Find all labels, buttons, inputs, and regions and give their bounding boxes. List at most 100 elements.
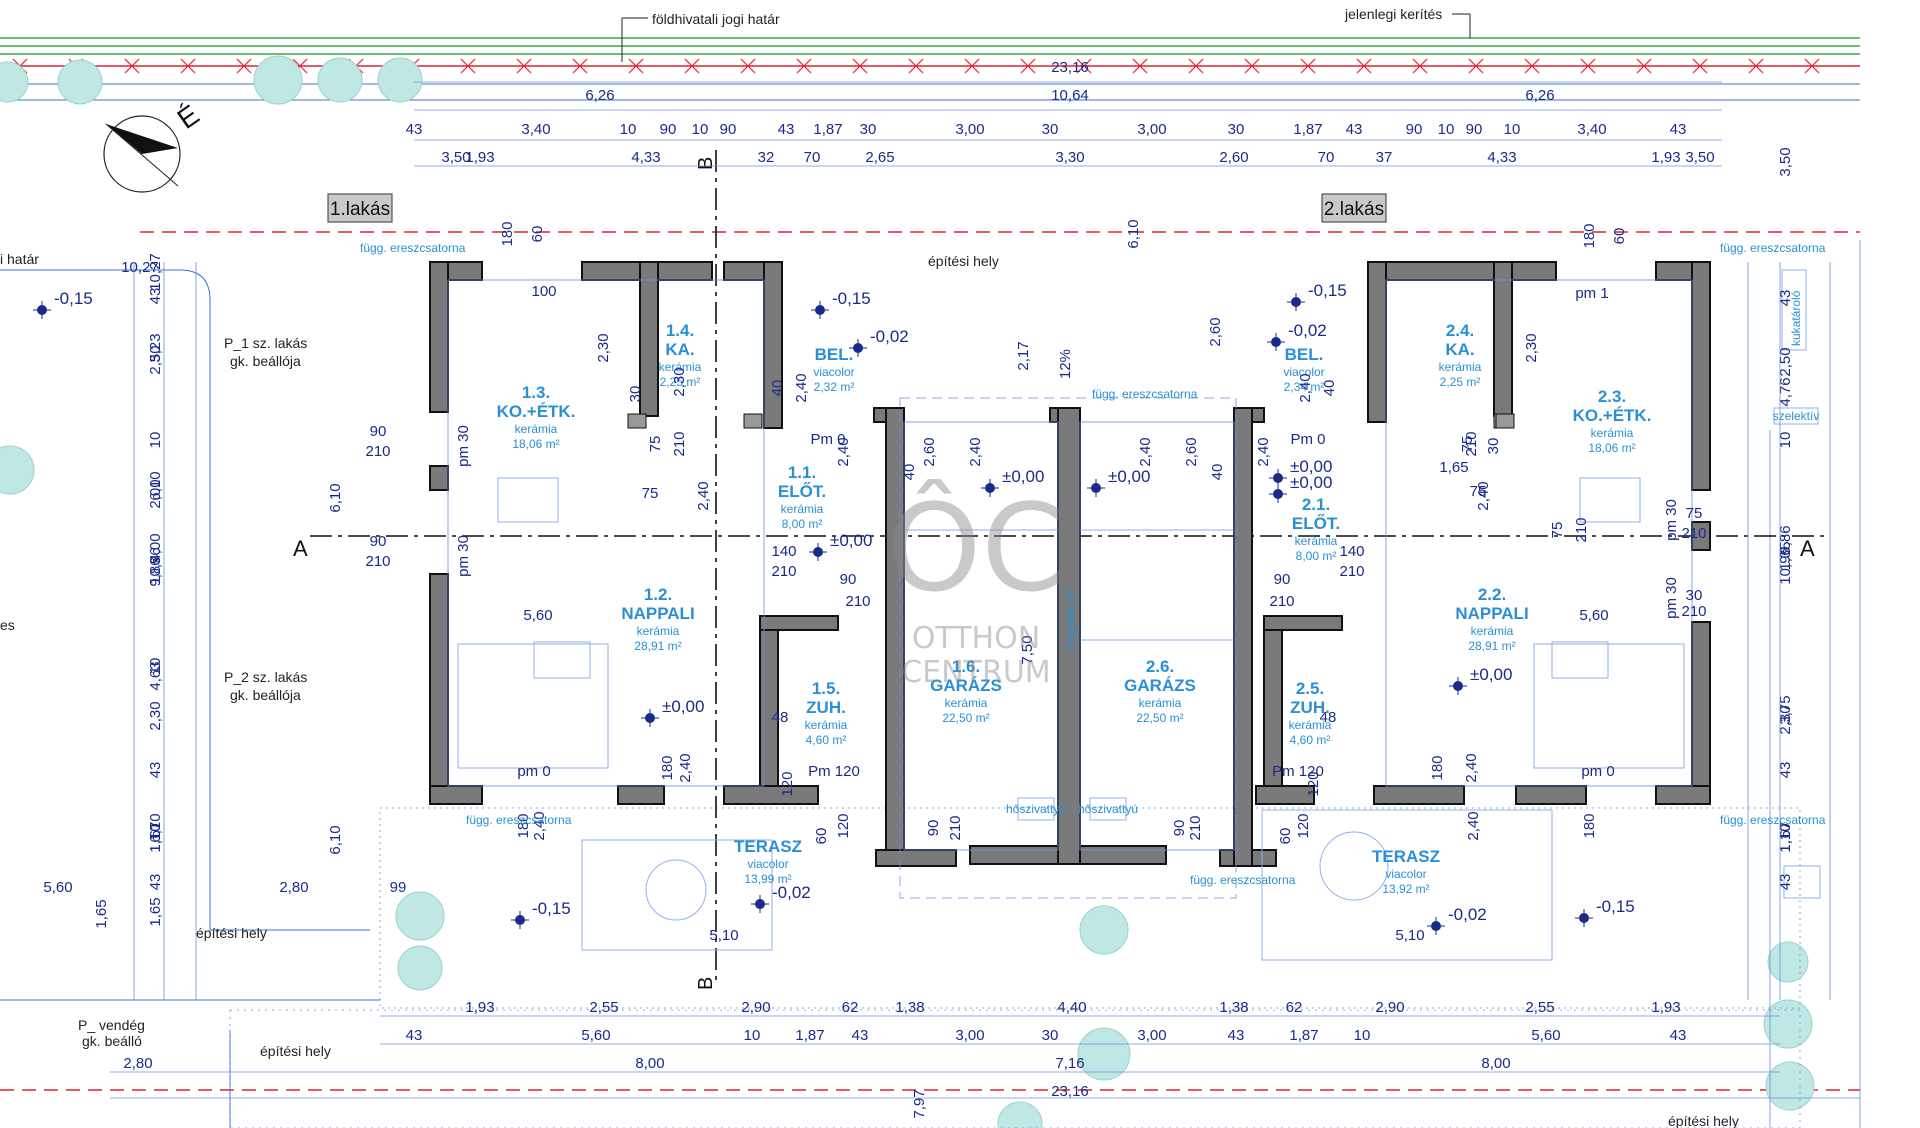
dim-interior: 2,30 <box>671 367 688 396</box>
dim-top-detail: 10 <box>692 121 709 138</box>
dim-interior: 40 <box>901 464 918 481</box>
room-material: kerámia <box>1289 718 1332 732</box>
dim-interior: 210 <box>1339 563 1364 580</box>
dim-bottom-detail: 1,38 <box>895 999 924 1016</box>
room-name: KA. <box>665 340 694 359</box>
axis-a-right: A <box>1800 536 1815 561</box>
dim-bottom-extra: 7,97 <box>911 1089 928 1118</box>
dim-bottom-segment: 8,00 <box>635 1055 664 1072</box>
dim-interior: 48 <box>772 709 789 726</box>
room-name: GARÁZS <box>1124 676 1196 695</box>
fence-label: jelenlegi kerítés <box>1344 6 1442 22</box>
north-label: É <box>172 99 205 135</box>
room-name: KA. <box>1445 340 1474 359</box>
room-number: 2.5. <box>1296 679 1324 698</box>
level-value: ±0,00 <box>830 531 872 550</box>
boiler-label-2: hőszivattyú <box>1078 802 1138 816</box>
dim-left: 43 <box>147 762 164 779</box>
dim-interior: 210 <box>771 563 796 580</box>
dim-interior: pm 30 <box>1663 577 1680 619</box>
unit2-tag: 2.lakás <box>1324 199 1384 220</box>
fence-x-mark <box>1188 58 1204 74</box>
build-zone-label-top: építési hely <box>928 253 999 269</box>
dim-interior: 48 <box>1320 709 1337 726</box>
dim-bottom-detail: 62 <box>842 999 859 1016</box>
level-value: -0,15 <box>54 289 93 308</box>
level-value: ±0,00 <box>1002 467 1044 486</box>
fence-x-mark <box>852 58 868 74</box>
dim-interior: 75 <box>642 485 659 502</box>
dim-interior: 2,30 <box>595 333 612 362</box>
dim-interior: 6,10 <box>327 825 344 854</box>
dim-top-detail2: 3,50 <box>441 149 470 166</box>
room-area: 13,92 m² <box>1382 882 1429 896</box>
fence-x-mark <box>236 58 252 74</box>
dim-top-detail: 10 <box>620 121 637 138</box>
level-value: -0,02 <box>1448 905 1487 924</box>
fence-x-mark <box>796 58 812 74</box>
dim-left: 6,10 <box>147 813 164 842</box>
room-material: kerámia <box>945 696 988 710</box>
dim-top-detail: 43 <box>778 121 795 138</box>
parking1-line2: gk. beállója <box>230 353 301 369</box>
interior-lines <box>447 279 1693 899</box>
room-material: kerámia <box>805 718 848 732</box>
level-value: -0,02 <box>772 883 811 902</box>
level-value: -0,15 <box>1308 281 1347 300</box>
dim-bottom-detail: 1,38 <box>1219 999 1248 1016</box>
dim-interior: 2,40 <box>1475 481 1492 510</box>
dim-interior: 210 <box>1681 525 1706 542</box>
dim-interior: 210 <box>671 431 688 456</box>
room-area: 2,25 m² <box>1440 375 1481 389</box>
dim-interior: Pm 120 <box>1272 763 1324 780</box>
room-material: viacolor <box>813 365 854 379</box>
room-area: 22,50 m² <box>942 711 989 725</box>
dim-top-segment: 6,26 <box>1525 87 1554 104</box>
dim-interior: pm 30 <box>455 535 472 577</box>
level-value: ±0,00 <box>1290 473 1332 492</box>
dim-interior: pm 30 <box>1663 499 1680 541</box>
dim-left: 10,27 <box>147 253 164 291</box>
room-number: 1.3. <box>522 383 550 402</box>
room-number: 2.3. <box>1598 387 1626 406</box>
dim-top-detail: 3,00 <box>955 121 984 138</box>
dim-top-detail2: 37 <box>1376 149 1393 166</box>
dim-interior: 2,60 <box>921 437 938 466</box>
room-material: viacolor <box>1283 365 1324 379</box>
room-area: 2,32 m² <box>814 380 855 394</box>
dim-interior: 120 <box>1305 771 1322 796</box>
dim-left: 2,00 <box>147 479 164 508</box>
dim-interior: 180 <box>515 813 532 838</box>
dim-left: 67 <box>147 822 164 839</box>
dim-interior: 210 <box>1187 815 1204 840</box>
dim-top-detail: 90 <box>1406 121 1423 138</box>
fence-x-mark <box>908 58 924 74</box>
dim-interior: 5,60 <box>43 879 72 896</box>
dim-interior: 2,40 <box>1137 437 1154 466</box>
guest-parking-line2: gk. beálló <box>82 1033 142 1049</box>
dim-interior: Pm 0 <box>1290 431 1325 448</box>
dim-left: 2,30 <box>147 701 164 730</box>
dim-interior: 1,65 <box>93 899 110 928</box>
dim-interior: 2,60 <box>1207 317 1224 346</box>
fence-x-mark <box>1412 58 1428 74</box>
dim-left-top: 10,27 <box>121 259 159 276</box>
level-value: -0,02 <box>1288 321 1327 340</box>
dim-interior: 2,80 <box>279 879 308 896</box>
build-zone-lines <box>0 231 1860 1091</box>
gutter-4: függ. ereszcsatorna <box>466 813 572 827</box>
room-number: 2.2. <box>1478 585 1506 604</box>
room-name: BEL. <box>1285 345 1324 364</box>
dim-interior: 90 <box>925 820 942 837</box>
level-value: -0,15 <box>832 289 871 308</box>
watermark-logo: ÔC <box>887 479 1065 619</box>
dim-interior: 2,40 <box>1297 373 1314 402</box>
room-number: 2.6. <box>1146 657 1174 676</box>
dim-top-detail: 3,40 <box>1577 121 1606 138</box>
fence-x-mark <box>1804 58 1820 74</box>
dim-right: 1,10 <box>1777 823 1794 852</box>
dim-bottom-detail2: 43 <box>406 1027 423 1044</box>
dim-bottom-segment: 8,00 <box>1481 1055 1510 1072</box>
dim-interior: 1,65 <box>1439 459 1468 476</box>
